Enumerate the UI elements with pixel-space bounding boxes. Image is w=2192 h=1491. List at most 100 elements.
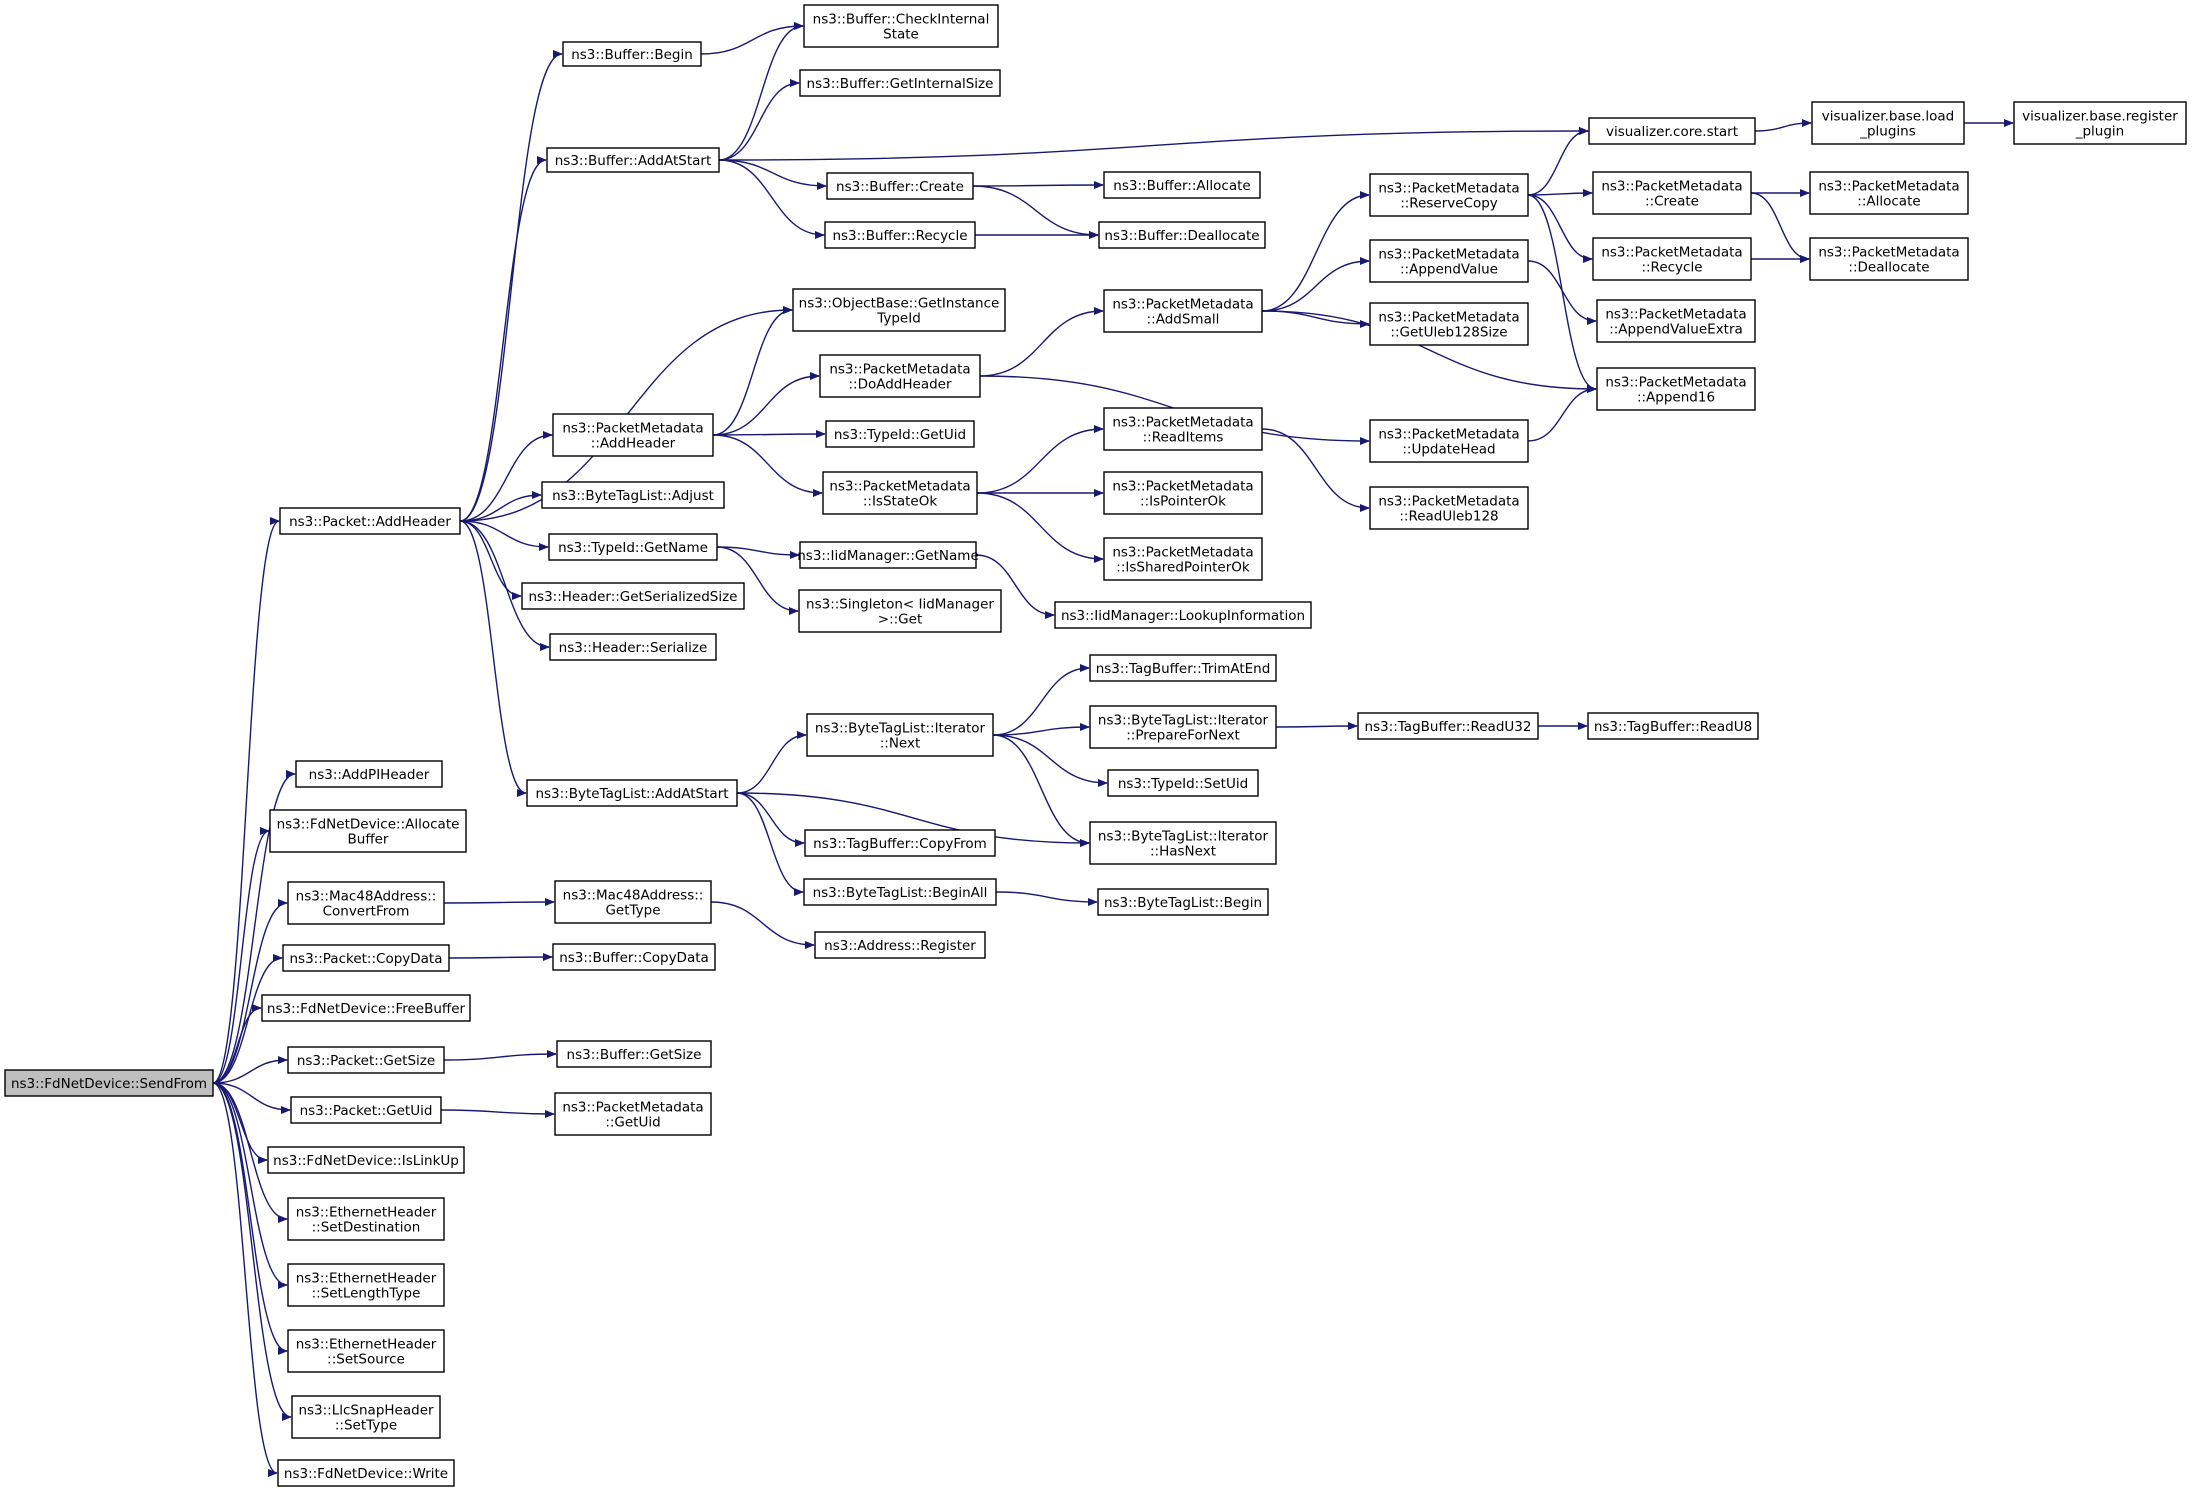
edge-sendfrom-to-settype bbox=[212, 1082, 292, 1421]
node-box-append16 bbox=[1596, 367, 1756, 411]
node-issharedpointerok[interactable]: ns3::PacketMetadata::IsSharedPointerOk bbox=[1103, 537, 1263, 581]
node-readuleb[interactable]: ns3::PacketMetadata::ReadUleb128 bbox=[1369, 486, 1529, 530]
node-singletonget[interactable]: ns3::Singleton< IidManager >::Get bbox=[798, 589, 1002, 633]
node-label: ns3::ByteTagList::Adjust bbox=[552, 488, 714, 504]
node-label: ns3::IidManager::GetName bbox=[797, 548, 979, 564]
node-setdest[interactable]: ns3::EthernetHeader::SetDestination bbox=[287, 1197, 445, 1241]
node-getinternalsize[interactable]: ns3::Buffer::GetInternalSize bbox=[799, 69, 1001, 97]
node-updatehead[interactable]: ns3::PacketMetadata::UpdateHead bbox=[1369, 419, 1529, 463]
node-pmrecycle[interactable]: ns3::PacketMetadata::Recycle bbox=[1592, 237, 1752, 281]
node-addatstart[interactable]: ns3::Buffer::AddAtStart bbox=[546, 147, 720, 173]
node-label: ::SetSource bbox=[327, 1352, 405, 1368]
node-label: ns3::PacketMetadata bbox=[1112, 415, 1253, 431]
edge-sendfrom-to-setdest bbox=[212, 1082, 288, 1223]
node-reservecopy[interactable]: ns3::PacketMetadata::ReserveCopy bbox=[1369, 173, 1529, 217]
node-label: ::HasNext bbox=[1150, 844, 1216, 860]
node-beginall[interactable]: ns3::ByteTagList::BeginAll bbox=[803, 878, 997, 906]
node-label: ::SetType bbox=[335, 1418, 397, 1434]
node-pmcreate[interactable]: ns3::PacketMetadata::Create bbox=[1592, 171, 1752, 215]
node-vizload[interactable]: visualizer.base.load_plugins bbox=[1811, 101, 1965, 145]
node-setlentype[interactable]: ns3::EthernetHeader::SetLengthType bbox=[287, 1263, 445, 1307]
node-addrregister[interactable]: ns3::Address::Register bbox=[814, 931, 986, 959]
node-addheader[interactable]: ns3::Packet::AddHeader bbox=[279, 507, 461, 535]
node-hdrserialize[interactable]: ns3::Header::Serialize bbox=[549, 633, 717, 661]
node-label: ::Append16 bbox=[1637, 390, 1715, 406]
node-setsource[interactable]: ns3::EthernetHeader::SetSource bbox=[287, 1329, 445, 1373]
node-label: ns3::Singleton< IidManager bbox=[806, 597, 994, 613]
edge-getsize-to-bufgetsize bbox=[443, 1050, 557, 1061]
edge-m48gettype-to-addrregister bbox=[710, 901, 815, 949]
node-write[interactable]: ns3::FdNetDevice::Write bbox=[277, 1459, 455, 1487]
node-getsize[interactable]: ns3::Packet::GetSize bbox=[287, 1046, 445, 1074]
node-bufallocate[interactable]: ns3::Buffer::Allocate bbox=[1103, 171, 1261, 199]
node-getuleb[interactable]: ns3::PacketMetadata::GetUleb128Size bbox=[1369, 302, 1529, 346]
node-pmgetuid[interactable]: ns3::PacketMetadata::GetUid bbox=[554, 1092, 712, 1136]
node-hdrsersize[interactable]: ns3::Header::GetSerializedSize bbox=[521, 582, 745, 610]
node-readu8[interactable]: ns3::TagBuffer::ReadU8 bbox=[1587, 712, 1759, 740]
edge-pmcreate-to-pmdeallocate bbox=[1750, 192, 1810, 263]
node-settype[interactable]: ns3::LlcSnapHeader::SetType bbox=[291, 1395, 441, 1439]
node-addpiheader[interactable]: ns3::AddPIHeader bbox=[295, 760, 443, 788]
edge-addheader-to-hdrsersize bbox=[459, 520, 522, 600]
node-freebuffer[interactable]: ns3::FdNetDevice::FreeBuffer bbox=[261, 994, 471, 1022]
node-pmallocate[interactable]: ns3::PacketMetadata::Allocate bbox=[1809, 171, 1969, 215]
node-appendvalueextra[interactable]: ns3::PacketMetadata::AppendValueExtra bbox=[1596, 299, 1756, 343]
edge-addheader-to-addatstart bbox=[459, 156, 547, 522]
node-readu32[interactable]: ns3::TagBuffer::ReadU32 bbox=[1357, 712, 1539, 740]
node-vizstart[interactable]: visualizer.core.start bbox=[1588, 117, 1756, 145]
node-label: TypeId bbox=[876, 311, 921, 327]
node-btladdatstart[interactable]: ns3::ByteTagList::AddAtStart bbox=[526, 779, 738, 807]
node-bufcreate[interactable]: ns3::Buffer::Create bbox=[826, 172, 974, 200]
node-box-btladdatstart bbox=[526, 779, 738, 807]
node-box-setdest bbox=[287, 1197, 445, 1241]
node-setuid[interactable]: ns3::TypeId::SetUid bbox=[1107, 769, 1259, 797]
node-label: ::AddHeader bbox=[591, 436, 676, 452]
node-ispointerok[interactable]: ns3::PacketMetadata::IsPointerOk bbox=[1103, 471, 1263, 515]
node-bufrecycle[interactable]: ns3::Buffer::Recycle bbox=[824, 221, 976, 249]
node-typeidgetuid[interactable]: ns3::TypeId::GetUid bbox=[825, 420, 975, 448]
edge-sendfrom-to-write bbox=[212, 1082, 278, 1477]
node-label: ns3::PacketMetadata bbox=[562, 1100, 703, 1116]
node-label: ns3::ByteTagList::Iterator bbox=[1098, 829, 1269, 845]
node-box-readu8 bbox=[1587, 712, 1759, 740]
edge-addsmall-to-appendvalue bbox=[1261, 257, 1370, 312]
node-box-copydata bbox=[282, 944, 450, 972]
node-box-hasnext bbox=[1089, 821, 1277, 865]
node-iidgetname[interactable]: ns3::IidManager::GetName bbox=[797, 541, 979, 569]
node-append16[interactable]: ns3::PacketMetadata::Append16 bbox=[1596, 367, 1756, 411]
node-btladjust[interactable]: ns3::ByteTagList::Adjust bbox=[541, 481, 725, 509]
edge-addatstart-to-bufrecycle bbox=[718, 159, 825, 239]
node-label: ::PrepareForNext bbox=[1126, 728, 1240, 744]
node-readitems[interactable]: ns3::PacketMetadata::ReadItems bbox=[1103, 407, 1263, 451]
node-addsmall[interactable]: ns3::PacketMetadata::AddSmall bbox=[1103, 289, 1263, 333]
node-bufbegin[interactable]: ns3::Buffer::Begin bbox=[562, 41, 702, 67]
node-preparefornext[interactable]: ns3::ByteTagList::Iterator::PrepareForNe… bbox=[1089, 705, 1277, 749]
node-getuid[interactable]: ns3::Packet::GetUid bbox=[290, 1096, 442, 1124]
node-bufgetsize[interactable]: ns3::Buffer::GetSize bbox=[556, 1040, 712, 1068]
node-vizregister[interactable]: visualizer.base.register_plugin bbox=[2013, 101, 2187, 145]
node-doaddheader[interactable]: ns3::PacketMetadata::DoAddHeader bbox=[819, 354, 981, 398]
node-m48gettype[interactable]: ns3::Mac48Address::GetType bbox=[554, 880, 712, 924]
edge-iidgetname-to-lookupinfo bbox=[975, 554, 1055, 619]
node-isstateok[interactable]: ns3::PacketMetadata::IsStateOk bbox=[822, 471, 978, 515]
node-pmdeallocate[interactable]: ns3::PacketMetadata::Deallocate bbox=[1809, 237, 1969, 281]
node-trimatend[interactable]: ns3::TagBuffer::TrimAtEnd bbox=[1089, 654, 1277, 682]
node-bufdeallocate[interactable]: ns3::Buffer::Deallocate bbox=[1098, 221, 1266, 249]
node-appendvalue[interactable]: ns3::PacketMetadata::AppendValue bbox=[1369, 239, 1529, 283]
node-pmaddheader[interactable]: ns3::PacketMetadata::AddHeader bbox=[552, 413, 714, 457]
node-iternext[interactable]: ns3::ByteTagList::Iterator::Next bbox=[806, 713, 994, 757]
node-copydata[interactable]: ns3::Packet::CopyData bbox=[282, 944, 450, 972]
node-tbcopyfrom[interactable]: ns3::TagBuffer::CopyFrom bbox=[804, 829, 996, 857]
node-hasnext[interactable]: ns3::ByteTagList::Iterator::HasNext bbox=[1089, 821, 1277, 865]
node-sendfrom[interactable]: ns3::FdNetDevice::SendFrom bbox=[4, 1069, 214, 1097]
node-label: ns3::PacketMetadata bbox=[1605, 307, 1746, 323]
node-bufcopydata[interactable]: ns3::Buffer::CopyData bbox=[552, 943, 716, 971]
node-islinkup[interactable]: ns3::FdNetDevice::IsLinkUp bbox=[267, 1146, 465, 1174]
node-lookupinfo[interactable]: ns3::IidManager::LookupInformation bbox=[1054, 601, 1312, 629]
node-convertfrom[interactable]: ns3::Mac48Address::ConvertFrom bbox=[287, 881, 445, 925]
node-typeidgetname[interactable]: ns3::TypeId::GetName bbox=[548, 533, 718, 561]
node-btlbegin[interactable]: ns3::ByteTagList::Begin bbox=[1097, 888, 1269, 916]
